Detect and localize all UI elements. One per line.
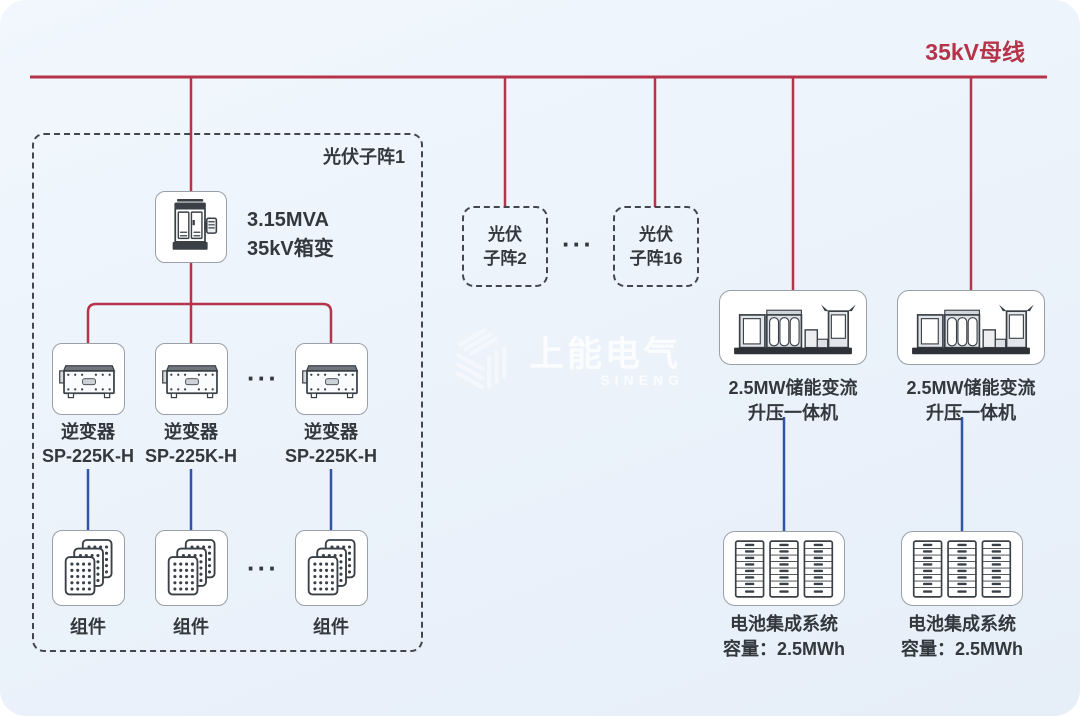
- module-box-1: [52, 530, 125, 606]
- wire-inverter-branch: [86, 302, 333, 343]
- transformer-box: [155, 191, 227, 263]
- battery-rack-icon: [910, 539, 1014, 599]
- pv-subarray-2-line1: 光伏: [488, 224, 522, 244]
- pv-module-icon: [304, 538, 360, 598]
- inverter-caption-1: 逆变器 SP-225K-H: [28, 420, 148, 468]
- inverter-model: SP-225K-H: [144, 446, 238, 466]
- pv-subarray-1-box: [32, 133, 423, 652]
- inverter-box-3: [295, 343, 368, 415]
- converter-caption-line1: 2.5MW储能变流: [728, 378, 858, 398]
- transformer-icon: [171, 198, 218, 251]
- pv-subarray-16-line2: 子阵16: [629, 248, 683, 268]
- module-caption-1: 组件: [70, 617, 106, 637]
- converter-caption-1: 2.5MW储能变流 升压一体机: [703, 376, 883, 426]
- battery-caption-line1: 电池集成系统: [908, 614, 1016, 634]
- inverter-name: 逆变器: [61, 422, 115, 442]
- inverter-name: 逆变器: [304, 422, 358, 442]
- storage-converter-icon: [733, 303, 857, 355]
- inverter-name: 逆变器: [164, 422, 218, 442]
- storage-converter-icon: [911, 303, 1035, 355]
- inverter-ellipsis: ···: [247, 363, 279, 393]
- pv-subarray-16-line1: 光伏: [639, 224, 673, 244]
- pv-module-icon: [164, 538, 220, 598]
- converter-caption-line2: 升压一体机: [748, 403, 838, 423]
- battery-caption-line2: 容量：2.5MWh: [722, 639, 845, 659]
- transformer-caption: 3.15MVA 35kV箱变: [247, 206, 334, 264]
- transformer-type: 35kV箱变: [247, 238, 334, 260]
- busbar-label: 35kV母线: [925, 39, 1025, 65]
- inverter-icon: [58, 364, 115, 398]
- battery-caption-2: 电池集成系统 容量：2.5MWh: [872, 612, 1052, 662]
- inverter-icon: [301, 364, 358, 398]
- converter-caption-line1: 2.5MW储能变流: [906, 378, 1036, 398]
- storage-converter-box-2: [897, 290, 1045, 365]
- transformer-rating: 3.15MVA: [247, 209, 329, 231]
- converter-caption-2: 2.5MW储能变流 升压一体机: [881, 376, 1061, 426]
- inverter-icon: [161, 364, 218, 398]
- pv-module-icon: [61, 538, 117, 598]
- inverter-caption-3: 逆变器 SP-225K-H: [271, 420, 391, 468]
- module-caption-3: 组件: [313, 617, 349, 637]
- battery-caption-line1: 电池集成系统: [730, 614, 838, 634]
- module-box-2: [155, 530, 228, 606]
- storage-converter-box-1: [719, 290, 867, 365]
- battery-caption-1: 电池集成系统 容量：2.5MWh: [694, 612, 874, 662]
- inverter-box-2: [155, 343, 228, 415]
- inverter-caption-2: 逆变器 SP-225K-H: [131, 420, 251, 468]
- pv-subarray-2-line2: 子阵2: [483, 248, 527, 268]
- module-caption-2: 组件: [173, 617, 209, 637]
- module-ellipsis: ···: [247, 553, 279, 583]
- pv-subarray-16-box: 光伏 子阵16: [613, 206, 699, 287]
- battery-caption-line2: 容量：2.5MWh: [900, 639, 1023, 659]
- module-box-3: [295, 530, 368, 606]
- inverter-box-1: [52, 343, 125, 415]
- battery-rack-icon: [732, 539, 836, 599]
- subarray-ellipsis: ···: [562, 229, 594, 259]
- inverter-model: SP-225K-H: [41, 446, 135, 466]
- converter-caption-line2: 升压一体机: [926, 403, 1016, 423]
- pv-subarray-2-box: 光伏 子阵2: [462, 206, 548, 287]
- battery-system-box-2: [901, 531, 1023, 606]
- pv-subarray-1-label: 光伏子阵1: [322, 147, 405, 167]
- inverter-model: SP-225K-H: [284, 446, 378, 466]
- battery-system-box-1: [723, 531, 845, 606]
